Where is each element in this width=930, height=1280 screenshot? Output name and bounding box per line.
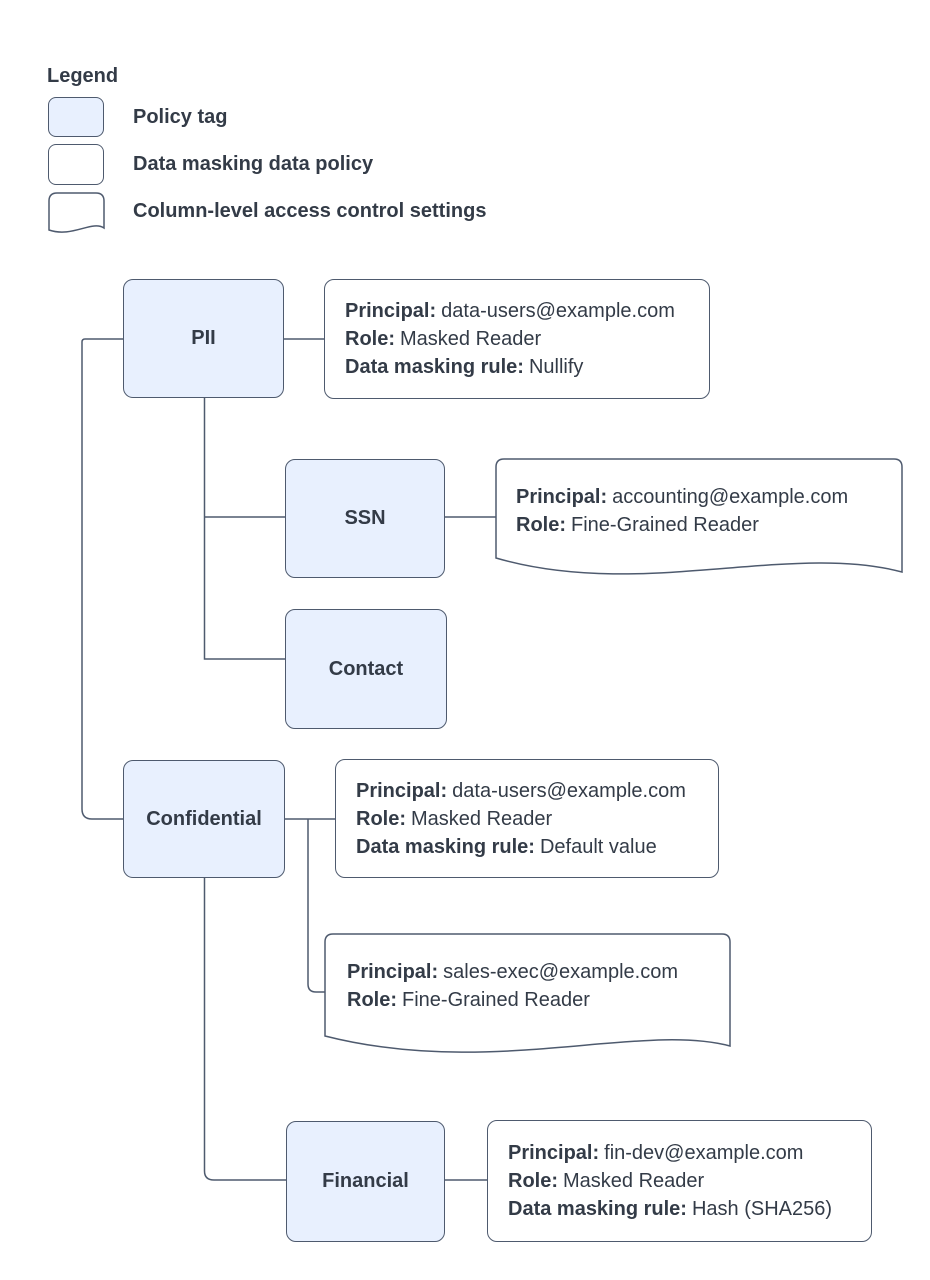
- connector-confidential-doc: [307, 819, 325, 993]
- policy-line: Role:Fine-Grained Reader: [516, 514, 759, 536]
- legend-swatch-access-control-doc: [48, 192, 105, 233]
- masking-policy-pii: Principal:data-users@example.com Role:Ma…: [324, 279, 710, 399]
- policy-line: Principal:accounting@example.com: [516, 486, 849, 508]
- access-control-doc-ssn-shape: [495, 458, 903, 575]
- access-control-doc-sales: Principal:sales-exec@example.com Role:Fi…: [347, 958, 678, 1014]
- policy-line: Principal:data-users@example.com: [356, 779, 686, 802]
- legend-swatch-data-policy: [48, 144, 104, 185]
- masking-policy-confidential: Principal:data-users@example.com Role:Ma…: [335, 759, 719, 878]
- policy-line: Data masking rule:Nullify: [345, 356, 584, 378]
- legend-swatch-policy-tag: [48, 97, 104, 137]
- connector-pii-contact: [203, 398, 285, 660]
- connector-pii-confidential: [81, 338, 123, 820]
- policy-tag-financial: Financial: [286, 1121, 445, 1242]
- policy-line: Data masking rule:Hash (SHA256): [508, 1198, 833, 1220]
- policy-tag-financial-label: Financial: [322, 1170, 409, 1192]
- access-control-doc-ssn: Principal:accounting@example.com Role:Fi…: [516, 483, 848, 539]
- legend-label-data-policy: Data masking data policy: [133, 153, 374, 175]
- policy-tag-pii: PII: [123, 279, 284, 398]
- policy-line: Data masking rule:Default value: [356, 835, 657, 858]
- policy-line: Principal:sales-exec@example.com: [347, 961, 678, 983]
- legend-label-policy-tag: Policy tag: [133, 106, 228, 128]
- policy-line: Principal:data-users@example.com: [345, 300, 675, 322]
- access-control-doc-sales-shape: [324, 933, 731, 1053]
- policy-line: Role:Fine-Grained Reader: [347, 989, 590, 1011]
- policy-tag-contact-label: Contact: [328, 657, 404, 680]
- connector-confidential-financial: [203, 878, 286, 1181]
- policy-tag-contact: Contact: [285, 609, 447, 729]
- policy-tag-confidential: Confidential: [123, 760, 285, 878]
- masking-policy-financial: Principal:fin-dev@example.com Role:Maske…: [487, 1120, 872, 1242]
- policy-tag-ssn-label: SSN: [344, 507, 386, 529]
- policy-line: Role:Masked Reader: [345, 328, 542, 350]
- legend-title: Legend: [47, 65, 119, 87]
- policy-line: Principal:fin-dev@example.com: [508, 1142, 804, 1164]
- policy-tag-confidential-label: Confidential: [146, 807, 262, 830]
- policy-line: Role:Masked Reader: [508, 1170, 705, 1192]
- policy-tag-ssn: SSN: [285, 459, 445, 578]
- legend-label-access-control-doc: Column-level access control settings: [133, 200, 487, 222]
- policy-tag-pii-label: PII: [191, 327, 216, 349]
- policy-line: Role:Masked Reader: [356, 807, 553, 830]
